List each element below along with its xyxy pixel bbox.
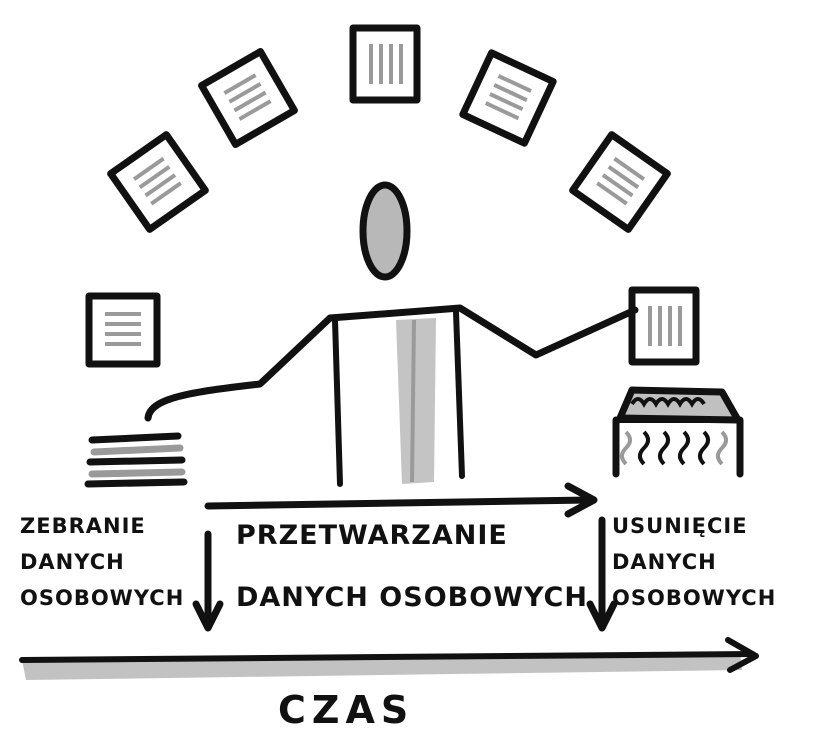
deletion-label-line1: USUNIĘCIE [612, 508, 776, 544]
process-arrow [208, 486, 594, 514]
document-icon [463, 53, 553, 143]
processing-label-line2: DANYCH OSOBOWYCH [236, 582, 588, 613]
time-label: CZAS [278, 688, 414, 732]
tie-stripe [412, 320, 414, 482]
head-icon [363, 185, 407, 277]
document-icon [573, 135, 668, 230]
shredder-icon [616, 390, 740, 474]
collection-label: ZEBRANIE DANYCH OSOBOWYCH [20, 508, 184, 616]
collection-label-line2: DANYCH [20, 544, 184, 580]
document-icon [632, 290, 696, 362]
collection-label-line1: ZEBRANIE [20, 508, 184, 544]
time-axis-arrow [22, 640, 756, 680]
document-icon [89, 296, 157, 364]
document-icon [353, 28, 417, 100]
down-arrow-deletion [590, 520, 614, 628]
processing-label-line1: PRZETWARZANIE [236, 520, 508, 551]
tie [396, 318, 436, 484]
collection-label-line3: OSOBOWYCH [20, 580, 184, 616]
deletion-label: USUNIĘCIE DANYCH OSOBOWYCH [612, 508, 776, 616]
paper-stack-icon [88, 436, 184, 484]
deletion-label-line3: OSOBOWYCH [612, 580, 776, 616]
document-icon [202, 52, 295, 145]
person-arms [148, 308, 635, 418]
body-left-edge [335, 320, 340, 484]
document-icon [111, 135, 206, 230]
deletion-label-line2: DANYCH [612, 544, 776, 580]
down-arrow-collection [196, 534, 220, 628]
body-right-edge [456, 312, 462, 476]
